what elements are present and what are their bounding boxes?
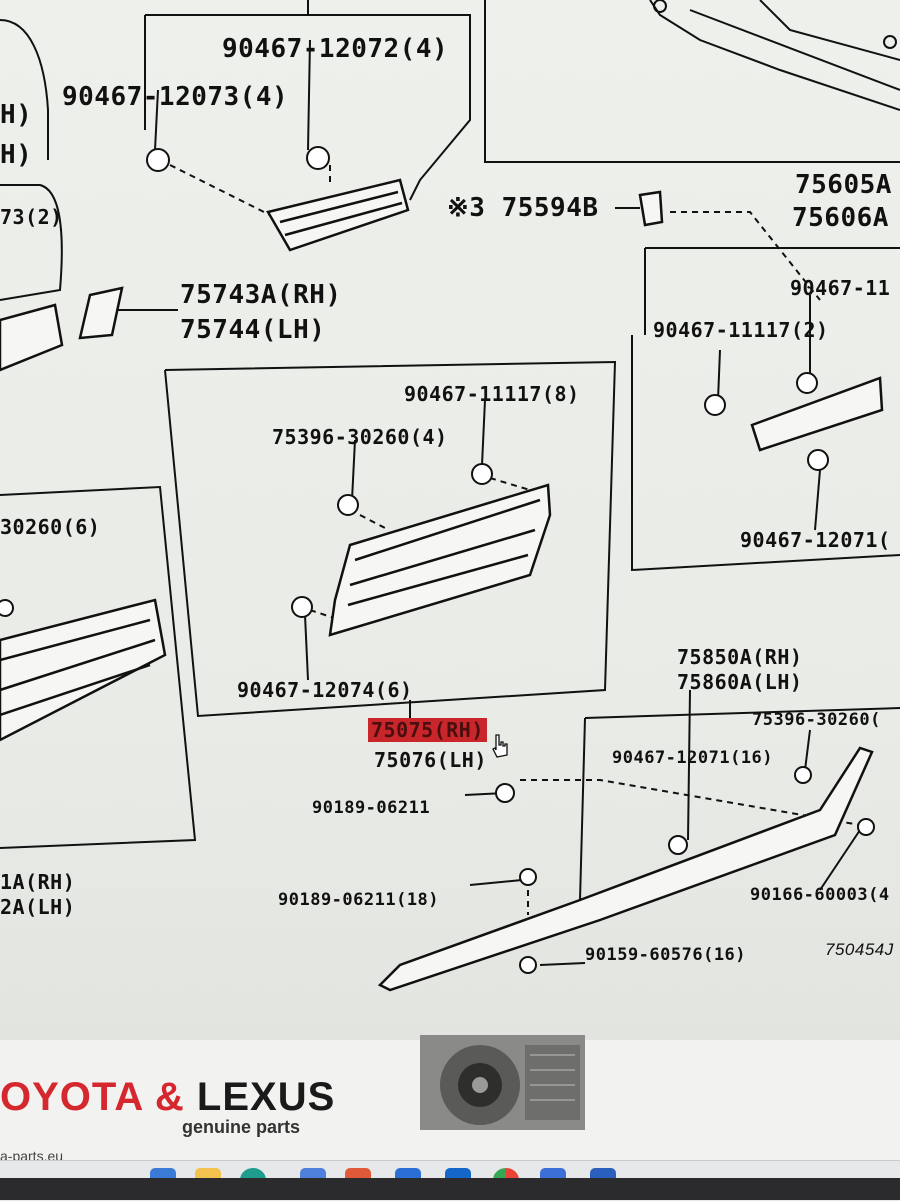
part-label-cut: 30260(6) — [0, 515, 101, 539]
part-label: 90467-11 — [790, 276, 891, 300]
part-label: 75850A(RH) — [677, 645, 803, 669]
part-label: 90467-12072(4) — [222, 34, 449, 64]
brand-lexus: LEXUS — [196, 1075, 336, 1119]
brand-toyota: OYOTA — [0, 1075, 143, 1119]
part-label: 90467-12073(4) — [62, 82, 289, 112]
part-label: 90189-06211 — [312, 798, 431, 818]
engine-photo — [420, 1035, 585, 1130]
part-label: 90467-12071( — [740, 528, 891, 552]
part-label: 90159-60576(16) — [585, 945, 747, 965]
monitor-bezel — [0, 1178, 900, 1200]
part-label: 75860A(LH) — [677, 670, 803, 694]
part-label: 75076(LH) — [374, 748, 487, 772]
part-label: 90189-06211(18) — [278, 890, 440, 910]
part-label: 75396-30260(4) — [272, 425, 448, 449]
part-label: 90467-11117(8) — [404, 382, 580, 406]
part-label: 75606A — [792, 203, 889, 233]
part-label-cut: H) — [0, 100, 33, 130]
part-label: ※3 75594B — [447, 193, 599, 223]
hand-cursor-icon — [492, 734, 508, 758]
part-label: 75605A — [795, 170, 892, 200]
part-label-cut: H) — [0, 140, 33, 170]
part-label-cut: 73(2) — [0, 205, 63, 229]
part-label: 90467-12074(6) — [237, 678, 413, 702]
part-label: 90467-12071(16) — [612, 748, 774, 768]
diagram-code: 750454J — [825, 940, 894, 959]
part-label-cut: 1A(RH) — [0, 870, 76, 894]
part-label-cut: 2A(LH) — [0, 895, 76, 919]
part-label: 90166-60003(4 — [750, 885, 890, 905]
brand-logo: OYOTA & LEXUS — [0, 1075, 335, 1120]
part-label: 75396-30260( — [752, 710, 881, 730]
part-label: 75743A(RH) — [180, 280, 342, 310]
part-label: 90467-11117(2) — [653, 318, 829, 342]
part-label-highlighted[interactable]: 75075(RH) — [368, 718, 487, 742]
brand-tagline: genuine parts — [182, 1117, 301, 1137]
brand-ampersand: & — [154, 1075, 185, 1119]
part-label: 75744(LH) — [180, 315, 326, 345]
